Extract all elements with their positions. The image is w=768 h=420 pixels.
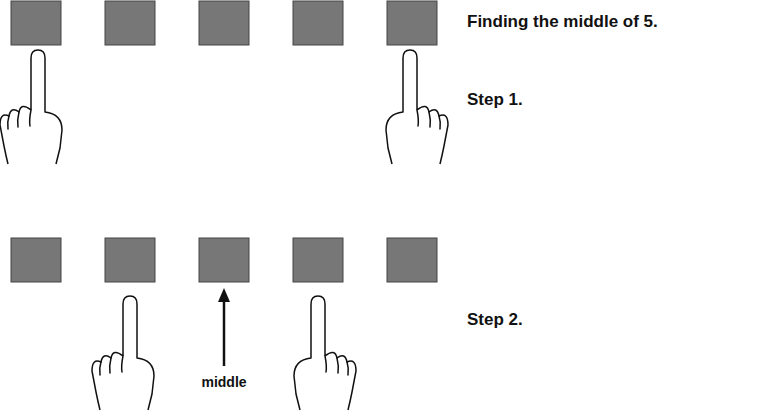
square — [11, 1, 61, 45]
pointing-hand — [294, 296, 356, 410]
square-row — [11, 238, 437, 282]
square — [387, 1, 437, 45]
step-label: Step 1. — [467, 90, 523, 110]
square — [293, 238, 343, 282]
square — [199, 238, 249, 282]
pointing-hand — [0, 50, 62, 164]
middle-arrow — [218, 288, 230, 366]
heading: Finding the middle of 5. — [467, 12, 658, 32]
square — [199, 1, 249, 45]
square — [105, 1, 155, 45]
square — [387, 238, 437, 282]
pointing-hand — [386, 50, 448, 164]
square — [293, 1, 343, 45]
middle-label: middle — [201, 374, 246, 391]
square — [105, 238, 155, 282]
square — [11, 238, 61, 282]
square-row — [11, 1, 437, 45]
step-label: Step 2. — [467, 310, 523, 330]
pointing-hand — [92, 296, 154, 410]
